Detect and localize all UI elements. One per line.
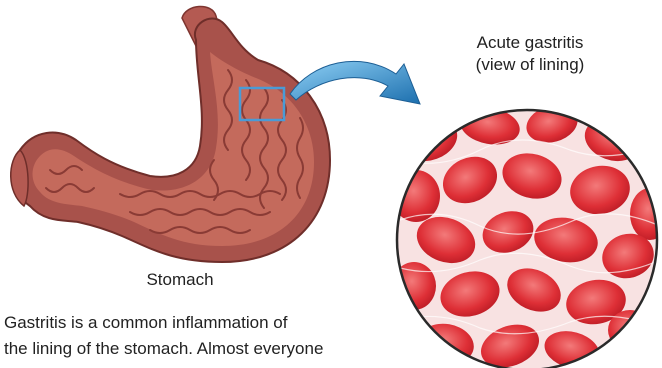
lining-view-title-line1: Acute gastritis — [430, 32, 630, 54]
stomach-label: Stomach — [120, 269, 240, 291]
description-line-1: Gastritis is a common inflammation of — [4, 310, 404, 336]
lining-view-title-line2: (view of lining) — [430, 54, 630, 76]
gastritis-description: Gastritis is a common inflammation of th… — [4, 310, 404, 362]
lining-magnified-view — [392, 100, 662, 368]
stomach-illustration — [11, 6, 330, 262]
duodenum-end — [11, 150, 28, 206]
lining-view-title: Acute gastritis (view of lining) — [430, 32, 630, 76]
description-line-2: the lining of the stomach. Almost everyo… — [4, 336, 404, 362]
